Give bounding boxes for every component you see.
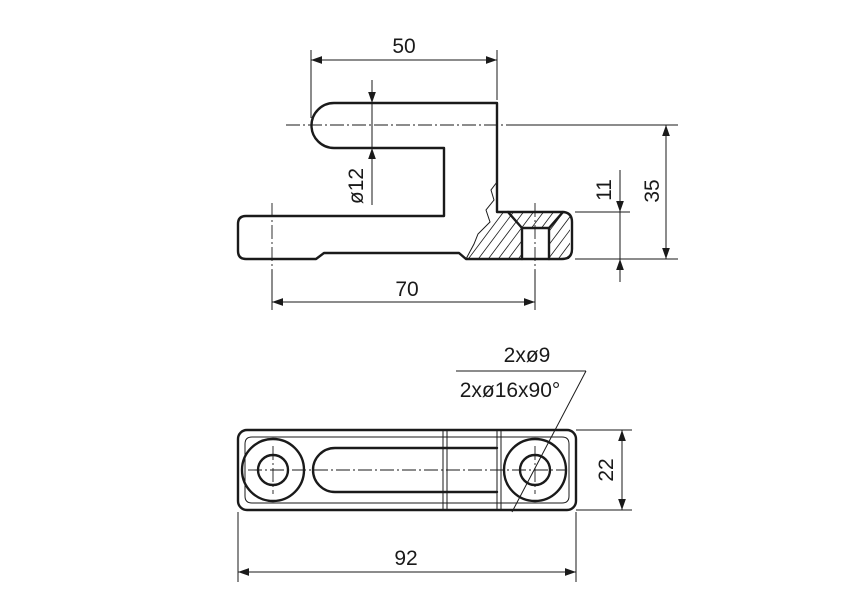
dim-text-70: 70 (395, 278, 418, 301)
part-profile-front (236, 101, 574, 261)
section-hatching (466, 168, 570, 259)
front-view: 50 ø12 11 35 70 (236, 35, 678, 310)
inner-contour (244, 436, 570, 504)
countersink-hole (506, 210, 565, 261)
callout-text-countersink: 2xø16x90° (460, 379, 561, 402)
dim-text-35: 35 (641, 179, 664, 202)
dim-text-50: 50 (392, 35, 415, 58)
dim-text-11: 11 (593, 179, 616, 201)
part-outline-top (236, 428, 578, 512)
callout-text-holes: 2xø9 (504, 344, 551, 367)
dim-text-22: 22 (595, 458, 618, 481)
hole-section (522, 228, 549, 259)
slot (311, 446, 499, 494)
dim-text-92: 92 (394, 547, 417, 570)
break-line (465, 181, 498, 260)
callout-leader (511, 370, 587, 513)
dim-text-diameter-12: ø12 (345, 168, 368, 204)
top-view: 2xø9 2xø16x90° 22 92 (236, 344, 632, 582)
